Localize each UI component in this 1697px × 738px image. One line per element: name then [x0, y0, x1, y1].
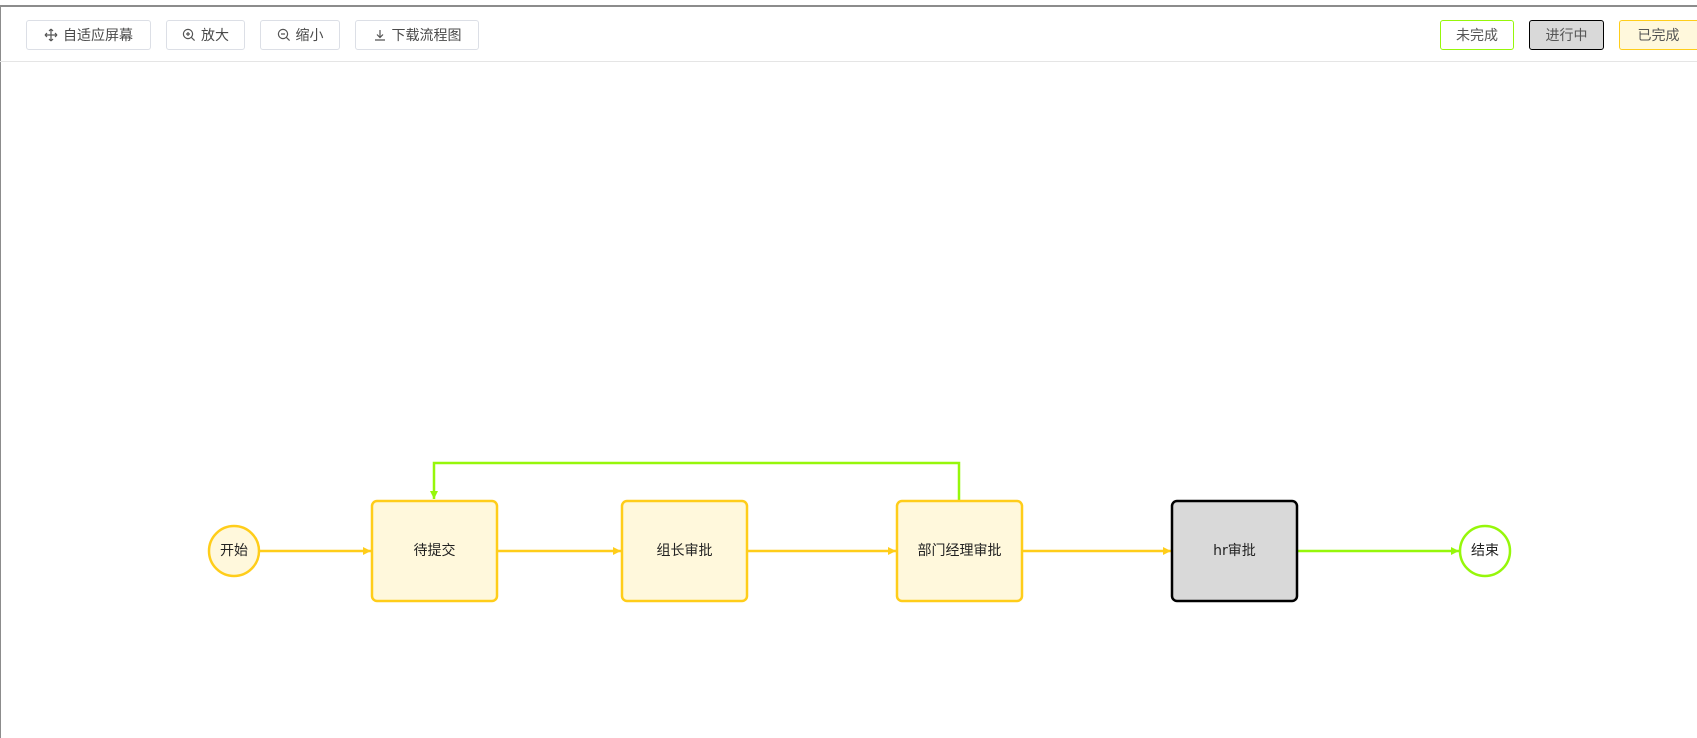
task-manager-approval[interactable]: 部门经理审批	[895, 499, 1024, 603]
legend-in-progress: 进行中	[1529, 20, 1604, 50]
download-diagram-button[interactable]: 下载流程图	[355, 20, 479, 50]
zoom-in-icon	[182, 28, 196, 42]
end-event-label: 结束	[1471, 543, 1499, 559]
legend-incomplete: 未完成	[1440, 20, 1514, 50]
fit-screen-button[interactable]: 自适应屏幕	[26, 20, 151, 50]
legend-incomplete-label: 未完成	[1456, 28, 1498, 44]
download-diagram-label: 下载流程图	[391, 28, 462, 44]
download-icon	[374, 30, 385, 41]
task-hr-approval-label: hr审批	[1213, 543, 1256, 559]
task-leader-approval[interactable]: 组长审批	[620, 499, 749, 603]
zoom-out-button[interactable]: 缩小	[260, 20, 340, 50]
task-manager-approval-label: 部门经理审批	[918, 543, 1002, 559]
fit-screen-label: 自适应屏幕	[63, 28, 133, 44]
legend-completed: 已完成	[1619, 20, 1697, 50]
task-pending-submit-label: 待提交	[414, 542, 456, 559]
legend-completed-label: 已完成	[1637, 28, 1680, 44]
end-event[interactable]: 结束	[1458, 524, 1512, 578]
task-hr-approval[interactable]: hr审批	[1170, 499, 1299, 603]
zoom-in-label: 放大	[201, 28, 229, 44]
task-pending-submit[interactable]: 待提交	[370, 499, 499, 603]
legend-in-progress-label: 进行中	[1545, 28, 1588, 44]
zoom-in-button[interactable]: 放大	[166, 20, 245, 50]
canvas-frame	[0, 5, 1697, 738]
start-event-label: 开始	[220, 543, 248, 559]
zoom-out-icon	[277, 28, 290, 42]
zoom-out-label: 缩小	[295, 28, 324, 44]
task-leader-approval-label: 组长审批	[657, 543, 713, 559]
flow-manager-back-to-submit[interactable]	[430, 461, 961, 500]
start-event[interactable]: 开始	[207, 524, 261, 578]
toolbar: 自适应屏幕 放大 缩小 下载流程图 未完成 进行中 已完成	[0, 7, 1697, 62]
move-icon	[44, 28, 58, 42]
